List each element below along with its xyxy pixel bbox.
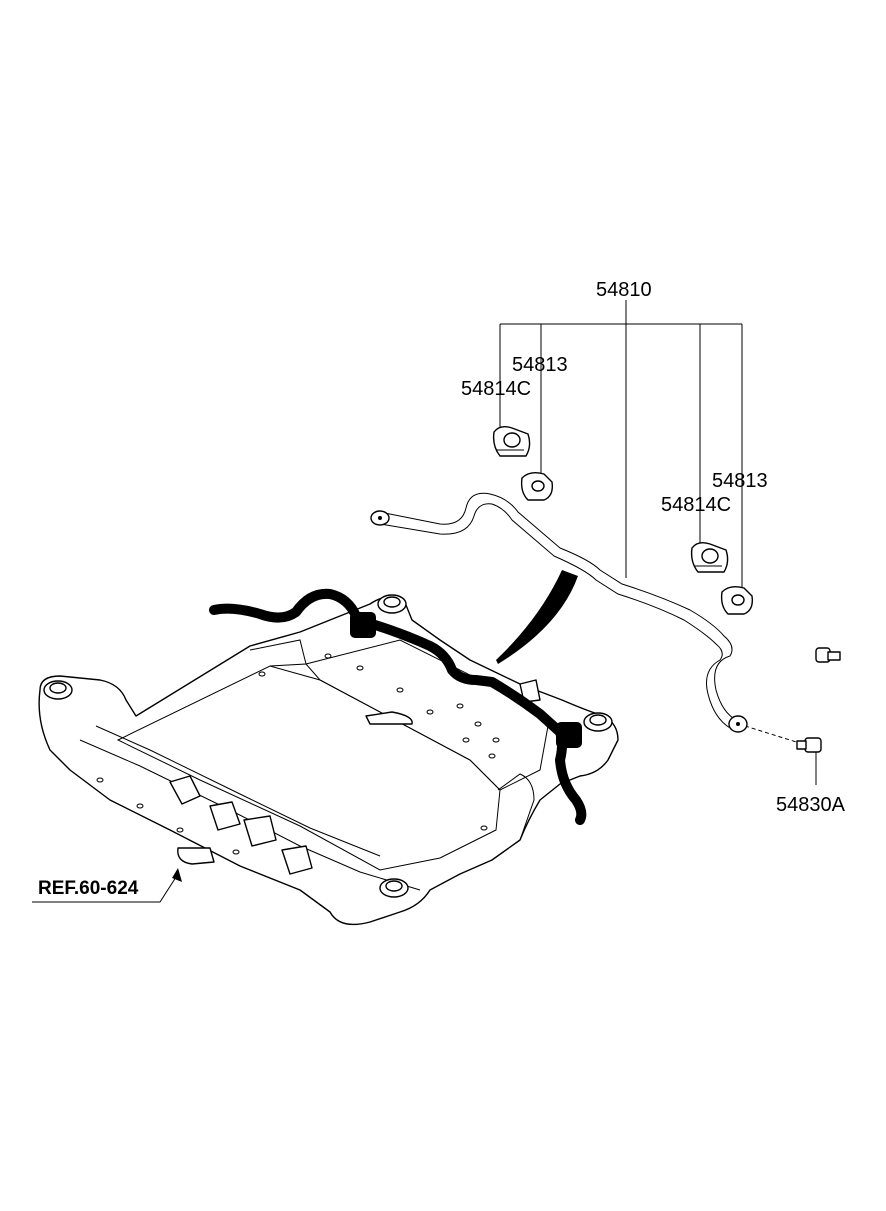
label-54813-right: 54813 bbox=[712, 470, 768, 492]
bracket-54814c-left bbox=[492, 425, 531, 457]
stabilizer-link-54830a bbox=[796, 647, 841, 753]
label-54814c-right: 54814C bbox=[661, 494, 731, 516]
bushing-54813-right bbox=[720, 585, 754, 615]
label-54830a: 54830A bbox=[776, 794, 846, 816]
bracket-54814c-right bbox=[690, 541, 729, 573]
bushing-54813-left bbox=[520, 471, 554, 501]
stabilizer-bar-installed bbox=[209, 588, 587, 825]
leader-lines bbox=[32, 300, 817, 903]
stabilizer-bar-exploded bbox=[370, 492, 748, 733]
subframe bbox=[38, 594, 619, 926]
label-ref-60-624: REF.60-624 bbox=[38, 878, 139, 899]
label-54814c-left: 54814C bbox=[461, 378, 531, 400]
pointer-arrow bbox=[496, 570, 578, 664]
subframe-holes bbox=[96, 653, 500, 855]
bar-clamp-right bbox=[556, 722, 582, 748]
label-54810: 54810 bbox=[596, 279, 652, 301]
label-54813-left: 54813 bbox=[512, 354, 568, 376]
part-labels: 54810 54813 54814C 54813 54814C 54830A R… bbox=[38, 279, 846, 899]
bar-clamp-left bbox=[350, 612, 376, 638]
